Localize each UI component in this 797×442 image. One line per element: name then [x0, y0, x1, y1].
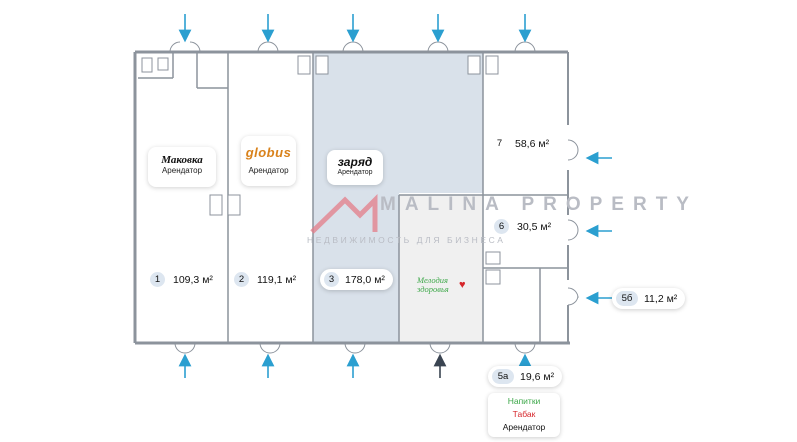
room-1-number: 1	[150, 272, 165, 287]
room-6-number: 6	[494, 219, 509, 234]
info-drinks: Напитки	[507, 396, 541, 406]
tenant-card-makovka: Маковка Арендатор	[148, 147, 216, 187]
globus-status: Арендатор	[248, 166, 289, 175]
watermark-subtitle: НЕДВИЖИМОСТЬ ДЛЯ БИЗНЕСА	[307, 235, 506, 245]
room-5a-area: 19,6 м²	[520, 370, 555, 383]
room-1-label: 1 109,3 м²	[150, 272, 213, 287]
room-7-number: 7	[496, 138, 503, 149]
rented-room-fill	[399, 195, 483, 343]
outer-walls	[133, 50, 570, 345]
tenant-card-zaryad: заряд Арендатор	[327, 150, 383, 185]
makovka-logo: Маковка	[161, 154, 203, 166]
room-7-label: 7 58,6 м²	[492, 136, 549, 151]
info-tobacco: Табак	[512, 409, 536, 419]
makovka-status: Арендатор	[161, 166, 203, 175]
heart-icon: ♥	[459, 279, 466, 291]
room-3-label: 3 178,0 м²	[320, 269, 393, 290]
entrance-arrows	[178, 14, 612, 378]
sanitary-fixtures	[141, 55, 501, 285]
room-3-number: 3	[324, 272, 339, 287]
room-5b-number: 5б	[616, 291, 638, 306]
watermark-logo-icon	[310, 193, 378, 234]
zaryad-logo: заряд	[337, 155, 373, 169]
room-2-area: 119,1 м²	[257, 273, 297, 286]
tenant-card-globus: globus Арендатор	[241, 136, 296, 186]
room-5a-label: 5а 19,6 м²	[488, 366, 563, 387]
watermark-title: MALINA PROPERTY	[380, 194, 698, 215]
room-7-area: 58,6 м²	[515, 137, 550, 150]
room-1-area: 109,3 м²	[173, 273, 213, 286]
melodiya-logo: Мелодия здоровья ♥	[417, 276, 466, 294]
info-status: Арендатор	[502, 422, 546, 432]
room-6-label: 6 30,5 м²	[494, 219, 551, 234]
room-5b-label: 5б 11,2 м²	[612, 288, 686, 309]
room-2-number: 2	[234, 272, 249, 287]
room-5a-number: 5а	[492, 369, 514, 384]
globus-logo: globus	[245, 145, 292, 160]
room-2-label: 2 119,1 м²	[234, 272, 296, 287]
room-3-area: 178,0 м²	[345, 273, 385, 286]
zaryad-status: Арендатор	[337, 169, 373, 176]
room-6-area: 30,5 м²	[517, 220, 552, 233]
tenant-info-card-5a: Напитки Табак Арендатор	[488, 393, 560, 437]
melodiya-logo-text: Мелодия здоровья	[417, 275, 449, 294]
room-5b-area: 11,2 м²	[644, 292, 678, 305]
